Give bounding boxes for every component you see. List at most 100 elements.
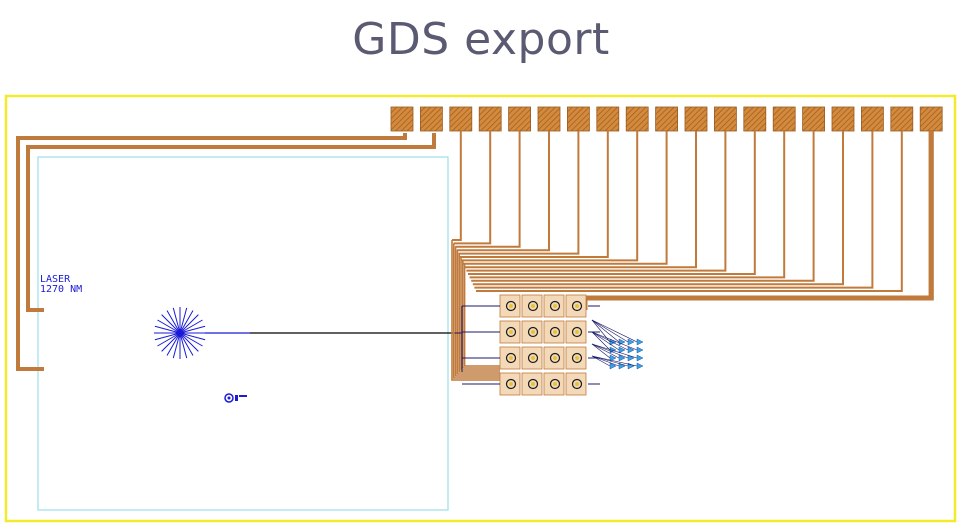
bond-pad: [390, 106, 414, 132]
star-ray: [179, 319, 203, 334]
fanout-waveguide: [591, 343, 611, 359]
metal-trace: [476, 131, 903, 292]
alignment-marker: [224, 393, 247, 403]
star-ray: [179, 332, 188, 359]
metal-trace: [455, 131, 521, 248]
metal-trace-bundle: [453, 243, 500, 379]
ring-resonator: [549, 352, 561, 364]
laser-label-line-2: 1270 NM: [40, 284, 82, 295]
fanout-waveguide: [591, 319, 629, 343]
grating-coupler-array: [591, 319, 644, 370]
metal-trace: [474, 131, 874, 289]
metal-trace: [466, 131, 727, 272]
metal-trace: [471, 131, 815, 282]
fanout-waveguide: [591, 355, 629, 367]
grating-coupler: [609, 362, 617, 370]
heater-pad: [553, 304, 557, 308]
bond-pad: [919, 106, 943, 132]
grating-coupler: [627, 346, 635, 354]
star-ray: [179, 332, 194, 356]
metal-trace: [460, 131, 609, 258]
star-ray: [179, 314, 199, 334]
ring-resonator: [505, 378, 517, 390]
star-ray: [157, 332, 181, 347]
grating-coupler: [627, 338, 635, 346]
bond-pad: [861, 106, 884, 132]
laser-metal-trace-outer: [16, 133, 407, 371]
bond-pad: [449, 106, 473, 132]
grating-coupler: [609, 354, 617, 362]
ring-resonator: [571, 326, 583, 338]
bond-pad: [714, 106, 737, 132]
bond-pad: [596, 106, 620, 132]
star-ray: [172, 332, 181, 359]
grating-coupler: [627, 354, 635, 362]
star-ray: [179, 325, 206, 334]
metal-trace: [469, 131, 786, 279]
star-ray: [161, 332, 181, 352]
photonic-component-array: [455, 294, 600, 396]
grating-coupler: [636, 354, 644, 362]
bond-pad: [419, 106, 443, 132]
fanout-waveguide: [591, 319, 611, 343]
fanout-waveguide: [591, 331, 611, 351]
heater-pad: [531, 382, 535, 386]
heater-pad: [553, 382, 557, 386]
bond-pad: [625, 106, 649, 132]
star-ray: [166, 310, 181, 334]
metal-trace: [456, 131, 550, 252]
star-ray: [161, 314, 181, 334]
grating-coupler: [636, 346, 644, 354]
star-ray: [157, 319, 181, 334]
metal-trace: [461, 131, 639, 262]
grating-coupler: [609, 338, 617, 346]
heater-pad: [531, 304, 535, 308]
ring-resonator: [571, 352, 583, 364]
fanout-waveguide: [591, 343, 620, 359]
ring-resonator: [527, 352, 539, 364]
ring-resonator: [549, 378, 561, 390]
star-ray: [166, 332, 181, 356]
metal-trace-bundle: [454, 246, 500, 377]
heater-pad: [575, 330, 579, 334]
metal-trace: [463, 131, 668, 265]
metal-trace-bundle: [462, 260, 500, 369]
metal-trace-bundle: [451, 240, 500, 381]
grating-coupler: [618, 354, 626, 362]
fanout-waveguide: [591, 331, 629, 351]
ring-resonator: [505, 326, 517, 338]
star-ray: [172, 307, 181, 334]
ring-resonator: [527, 326, 539, 338]
bond-pad-row: [390, 106, 943, 132]
ring-resonator: [549, 326, 561, 338]
slide-title: GDS export: [352, 14, 610, 65]
fanout-waveguide: [591, 331, 638, 351]
metal-trace: [468, 131, 756, 275]
star-ray: [154, 325, 181, 334]
star-ray: [179, 332, 203, 347]
bond-pad: [655, 106, 678, 132]
bond-pad: [890, 106, 914, 132]
bond-pad: [567, 106, 590, 132]
bond-pad: [537, 106, 561, 132]
heater-pad: [531, 356, 535, 360]
metal-trace: [452, 131, 462, 241]
heater-pad: [509, 304, 513, 308]
heater-pad: [509, 356, 513, 360]
grating-coupler: [636, 362, 644, 370]
star-ray: [179, 307, 188, 334]
bond-pad: [743, 106, 767, 132]
metal-trace-bundle: [463, 263, 500, 367]
metal-trace-bundle: [458, 253, 500, 373]
laser-emitter-star: [154, 307, 206, 359]
ring-resonator: [505, 352, 517, 364]
metal-trace: [458, 131, 580, 255]
ring-resonator: [505, 300, 517, 312]
laser-label-line-1: LASER: [40, 274, 71, 285]
metal-trace-bundle: [460, 257, 500, 371]
die-boundary: [4, 94, 957, 523]
bond-pad: [772, 106, 796, 132]
metal-trace: [582, 131, 934, 301]
heater-pad: [509, 330, 513, 334]
